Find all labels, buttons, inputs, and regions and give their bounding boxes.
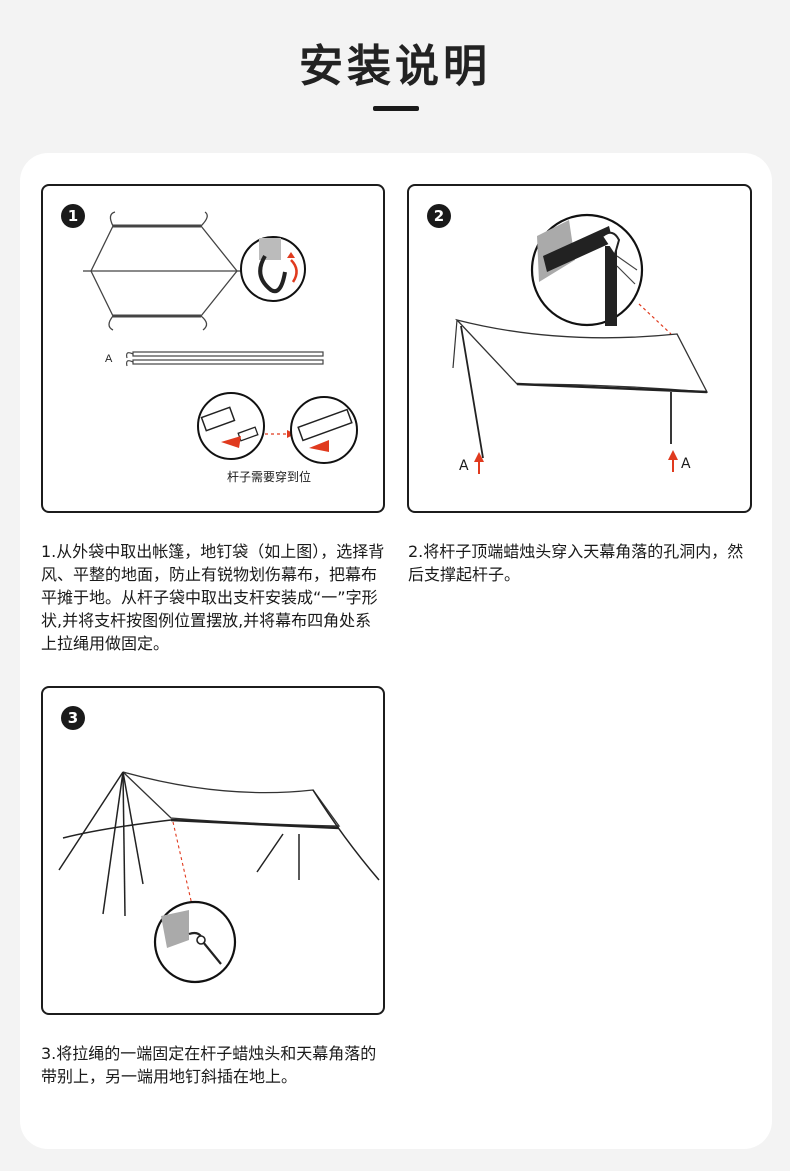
page-title: 安装说明: [299, 41, 491, 92]
step-3-description: 3.将拉绳的一端固定在杆子蜡烛头和天幕角落的带别上，另一端用地钉斜插在地上。: [41, 1044, 377, 1086]
step-2-number: 2: [427, 204, 451, 228]
step-2-illustration: 2 A A: [407, 184, 752, 513]
step-2-description: 2.将杆子顶端蜡烛头穿入天幕角落的孔洞内，然后支撑起杆子。: [408, 542, 744, 584]
step-1-description: 1.从外袋中取出帐篷，地钉袋（如上图），选择背风、平整的地面，防止有锐物划伤幕布…: [41, 542, 385, 653]
step-2-pole-label-right: A: [681, 456, 691, 472]
step-3-illustration: 3: [41, 686, 385, 1015]
step-1-pole-label: A: [105, 353, 113, 365]
step-1-illustration: 1 A: [41, 184, 385, 513]
step-3-diagram: [58, 771, 380, 984]
step-1-number: 1: [61, 204, 85, 228]
step-1-image-label: 杆子需要穿到位: [227, 470, 312, 484]
step-3-number: 3: [61, 706, 85, 730]
step-2-pole-label-left: A: [459, 458, 469, 474]
title-underline: [373, 106, 419, 111]
step-2-diagram: [452, 213, 709, 474]
instruction-card: 1 A: [20, 153, 772, 1149]
step-1-diagram: A: [83, 211, 358, 464]
